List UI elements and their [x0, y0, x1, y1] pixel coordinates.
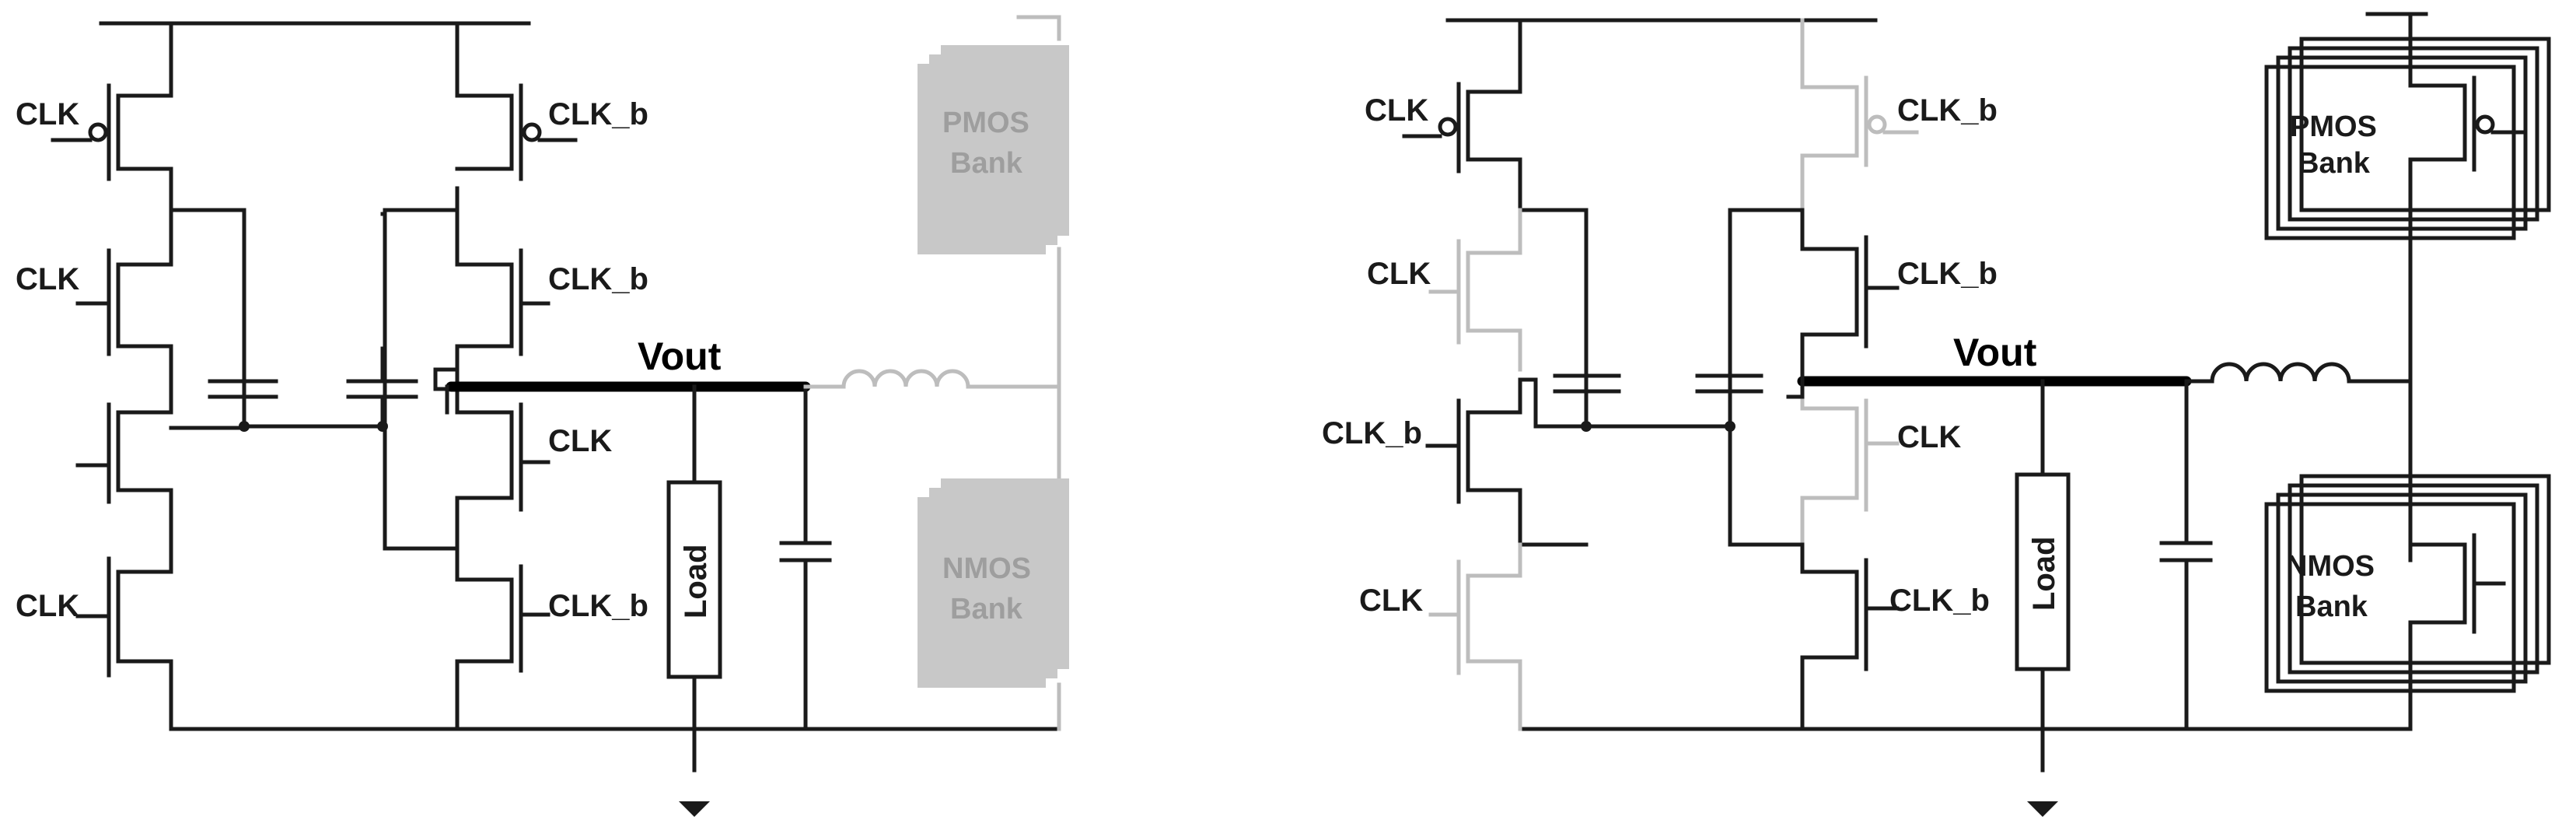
- right-coupling-cap-2: [1695, 373, 1763, 429]
- left-circuit: Vout Load PMOS Bank NMOS Bank: [16, 15, 1069, 817]
- right-label-clk-1: CLK: [1365, 93, 1428, 128]
- left-label-clkb-2: CLK_b: [548, 262, 648, 296]
- right-nmos-clk-transistor-inactive-1: [1428, 208, 1522, 372]
- left-label-clk-3: CLK: [548, 424, 612, 458]
- left-load-label: Load: [679, 544, 713, 618]
- right-nmos-clk-transistor-inactive-3: [1800, 387, 1900, 547]
- right-nmos-clkb-transistor: [1425, 377, 1589, 547]
- right-label-clk-2: CLK: [1367, 257, 1431, 291]
- right-pmos-bank: PMOS Bank: [2264, 12, 2551, 562]
- left-inductor: [803, 369, 1061, 389]
- right-label-clkb-1: CLK_b: [1897, 93, 1998, 128]
- right-nmos-clk-transistor-inactive-2: [1428, 542, 1522, 731]
- right-cap-leads: [1518, 377, 1589, 429]
- left-nmos-clk-transistor-1: [75, 248, 173, 356]
- left-coupling-cap-1: [208, 379, 385, 429]
- left-label-clkb-1: CLK_b: [548, 97, 648, 131]
- left-junction-dot-1: [239, 421, 250, 432]
- svg-text:PMOS: PMOS: [2290, 110, 2377, 143]
- right-junction-dot-1: [1581, 421, 1592, 432]
- right-pmos-clkb-transistor-inactive: [1800, 75, 1919, 167]
- right-label-clkb-2: CLK_b: [1897, 257, 1998, 291]
- right-label-clk-4: CLK: [1359, 583, 1423, 618]
- left-output-capacitor: [779, 384, 832, 731]
- svg-text:NMOS: NMOS: [2286, 550, 2375, 583]
- right-nmos-bank: NMOS Bank: [2264, 474, 2551, 731]
- left-nmos-clkb-transistor-2: [455, 564, 551, 673]
- left-cap-leads: [380, 212, 387, 384]
- left-coupling-cap-2: [346, 379, 418, 429]
- left-label-clk-2: CLK: [16, 262, 79, 296]
- left-label-clkb-3: CLK_b: [548, 589, 648, 623]
- left-pmos-bank: PMOS Bank: [918, 15, 1069, 500]
- svg-text:Bank: Bank: [2295, 590, 2368, 623]
- svg-text:Bank: Bank: [950, 147, 1023, 180]
- left-nmos-clk-transistor-2: [75, 556, 173, 678]
- right-vout-label: Vout: [1953, 331, 2037, 374]
- right-load-resistor: [2015, 472, 2071, 671]
- svg-text:Bank: Bank: [2298, 147, 2371, 180]
- right-vout-tap: [1786, 363, 1805, 399]
- right-load-label: Load: [2027, 536, 2061, 611]
- left-label-clk-4: CLK: [16, 589, 79, 623]
- left-label-clk-1: CLK: [16, 97, 79, 131]
- left-vout-label: Vout: [638, 335, 722, 378]
- left-pmos-clkb-transistor: [455, 83, 578, 181]
- svg-text:Bank: Bank: [950, 593, 1023, 626]
- right-junction-dot-2: [1725, 421, 1735, 432]
- right-pmos-clk-transistor: [1402, 82, 1522, 173]
- right-label-clk-3: CLK: [1897, 420, 1961, 454]
- right-inductor: [2184, 362, 2413, 384]
- right-col-a-top: [1518, 18, 1589, 391]
- left-nmos-bank: NMOS Bank: [918, 478, 1069, 731]
- left-nmos-gate-transistor: [75, 402, 173, 504]
- svg-text:PMOS: PMOS: [942, 107, 1029, 139]
- right-coupling-cap-1: [1553, 373, 1732, 429]
- left-pmos-clk-transistor: [51, 83, 173, 191]
- left-junction-dot-2: [377, 421, 388, 432]
- right-ground-symbol: [2027, 801, 2058, 817]
- right-label-clkb-3: CLK_b: [1322, 416, 1422, 450]
- left-ground-symbol: [679, 801, 710, 817]
- svg-text:NMOS: NMOS: [942, 552, 1031, 585]
- right-label-clkb-4: CLK_b: [1889, 583, 1990, 618]
- right-output-capacitor: [2159, 379, 2213, 731]
- left-nmos-clk-transistor-3: [455, 402, 551, 512]
- left-nmos-clkb-transistor-1: [455, 248, 551, 356]
- left-load-resistor: [666, 480, 722, 679]
- right-nmos-clkb-transistor-1: [1800, 208, 1900, 368]
- right-nmos-clkb-transistor-2: [1800, 542, 1900, 731]
- right-circuit: Vout Load PMOS Bank: [1322, 12, 2551, 817]
